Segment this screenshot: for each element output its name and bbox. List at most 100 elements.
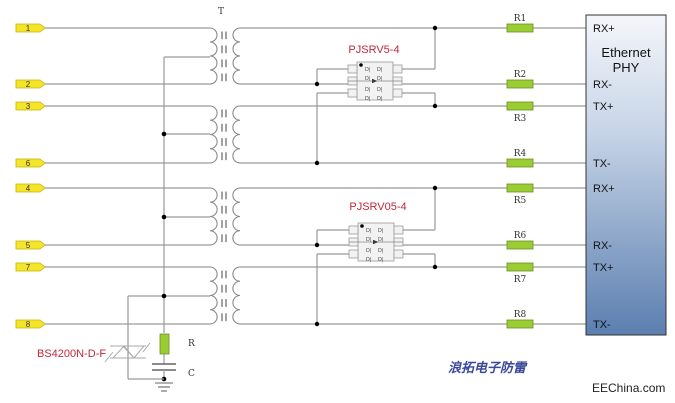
pin-number: 3 <box>26 102 31 111</box>
pin1-marker <box>359 63 363 67</box>
junction-dot <box>314 321 320 327</box>
secondary-coil <box>232 266 241 325</box>
tvs-pad-left <box>347 64 358 74</box>
diode-icon: D| <box>377 87 383 93</box>
resistor-R1: R1 <box>506 14 534 33</box>
phy-pin-label: TX+ <box>593 262 613 274</box>
tvs-array-2: D|D|D|D|D|D|D|D| <box>314 185 438 327</box>
resistor-R2: R2 <box>506 70 534 89</box>
bob-r-label: R <box>188 339 195 349</box>
resistor-R5: R5 <box>506 183 534 206</box>
transformer-2 <box>209 105 241 164</box>
pin-number: 5 <box>26 241 31 250</box>
connector-pin-6: 6 <box>15 158 46 168</box>
resistor-R7: R7 <box>506 262 534 285</box>
transformer-label: T <box>218 7 224 17</box>
wires <box>45 27 586 325</box>
resistor-label: R6 <box>514 231 527 241</box>
resistor-R4: R4 <box>506 149 534 168</box>
resistor-R3: R3 <box>506 101 534 124</box>
resistor-R6: R6 <box>506 231 534 250</box>
diode-icon: D| <box>365 87 371 93</box>
diode-icon: D| <box>366 257 372 263</box>
pin1-marker <box>360 224 364 228</box>
phy-pin-label: TX+ <box>593 101 613 113</box>
tvs-array-1: D|D|D|D|D|D|D|D| <box>314 25 438 166</box>
diode-icon: D| <box>377 67 383 73</box>
diode-icon: D| <box>365 76 371 82</box>
resistor-body <box>506 319 534 329</box>
junction-dot <box>314 160 320 166</box>
diode-icon: D| <box>378 237 384 243</box>
resistor-label: R7 <box>514 275 527 285</box>
phy-title-line2: PHY <box>613 60 640 75</box>
resistor-body <box>506 79 534 89</box>
resistor-label: R1 <box>514 14 527 24</box>
resistor-body <box>506 183 534 193</box>
phy-pin-label: RX- <box>593 79 612 91</box>
phy-pin-label: TX- <box>593 319 611 331</box>
resistor-body <box>506 158 534 168</box>
tvs-pad-right <box>393 225 404 235</box>
secondary-coil <box>232 187 241 246</box>
resistor-body <box>506 101 534 111</box>
diode-icon: D| <box>378 248 384 254</box>
pin-number: 4 <box>26 184 31 193</box>
pin-shape <box>15 79 46 89</box>
tvs-label-top: PJSRV5-4 <box>348 44 399 56</box>
resistor-body <box>506 23 534 33</box>
ethernet-phy-block: Ethernet PHY RX+RX-TX+TX-RX+RX-TX+TX- <box>585 14 667 336</box>
connector-pin-3: 3 <box>15 101 46 111</box>
tvs-pad-left <box>348 249 359 259</box>
transformer-3 <box>209 187 241 246</box>
pin-shape <box>15 262 46 272</box>
pin-shape <box>15 183 46 193</box>
bob-smith-termination: R C BS4200N-D-F <box>37 56 210 392</box>
pin-number: 1 <box>26 24 31 33</box>
gdt-label: BS4200N-D-F <box>37 348 106 360</box>
diode-icon: D| <box>366 237 372 243</box>
pin-shape <box>15 158 46 168</box>
junction-dot <box>432 185 438 191</box>
connector-pin-7: 7 <box>15 262 46 272</box>
gdt-symbol <box>104 342 151 363</box>
company-name-cn: 浪拓电子防雷 <box>448 360 528 376</box>
pin-number: 6 <box>26 159 31 168</box>
primary-coil <box>209 105 218 164</box>
pin-number: 8 <box>26 320 31 329</box>
pin-shape <box>15 23 46 33</box>
connector-pin-1: 1 <box>15 23 46 33</box>
secondary-coil <box>232 27 241 85</box>
diode-icon: D| <box>377 76 383 82</box>
junction-dot <box>432 264 438 270</box>
watermark: EEChina.com <box>592 381 665 395</box>
diode-icon: D| <box>365 96 371 102</box>
diode-icon: D| <box>377 96 383 102</box>
bob-c-label: C <box>188 369 195 379</box>
resistor-R8: R8 <box>506 310 534 329</box>
resistor-label: R8 <box>514 310 527 320</box>
tvs-pad-right <box>392 88 403 98</box>
connector-pin-5: 5 <box>15 240 46 250</box>
primary-coil <box>209 187 218 246</box>
bob-resistor <box>159 333 170 355</box>
tvs-label-bottom: PJSRV05-4 <box>349 201 406 213</box>
tvs-pad-right <box>392 64 403 74</box>
diode-icon: D| <box>366 228 372 234</box>
connector-pin-4: 4 <box>15 183 46 193</box>
phy-pin-label: RX+ <box>593 183 615 195</box>
junction-dot <box>314 81 320 87</box>
tvs-arrays: D|D|D|D|D|D|D|D|D|D|D|D|D|D|D|D| <box>314 25 438 327</box>
junction-dot <box>314 242 320 248</box>
resistor-body <box>506 240 534 250</box>
connector-pin-8: 8 <box>15 319 46 329</box>
resistor-label: R3 <box>514 114 527 124</box>
transformer-4 <box>209 266 241 325</box>
pin-shape <box>15 240 46 250</box>
tvs-pad-left <box>348 225 359 235</box>
transformer-1 <box>209 27 241 85</box>
